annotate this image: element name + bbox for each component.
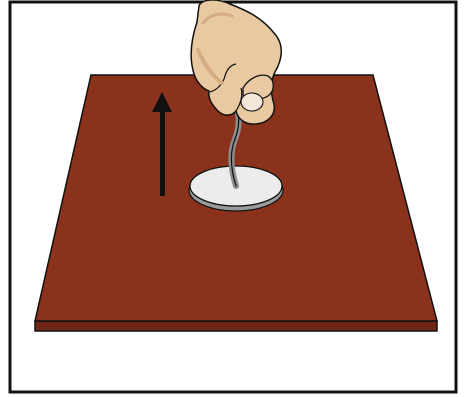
- thumbnail: [241, 93, 263, 111]
- board-edge: [35, 321, 437, 331]
